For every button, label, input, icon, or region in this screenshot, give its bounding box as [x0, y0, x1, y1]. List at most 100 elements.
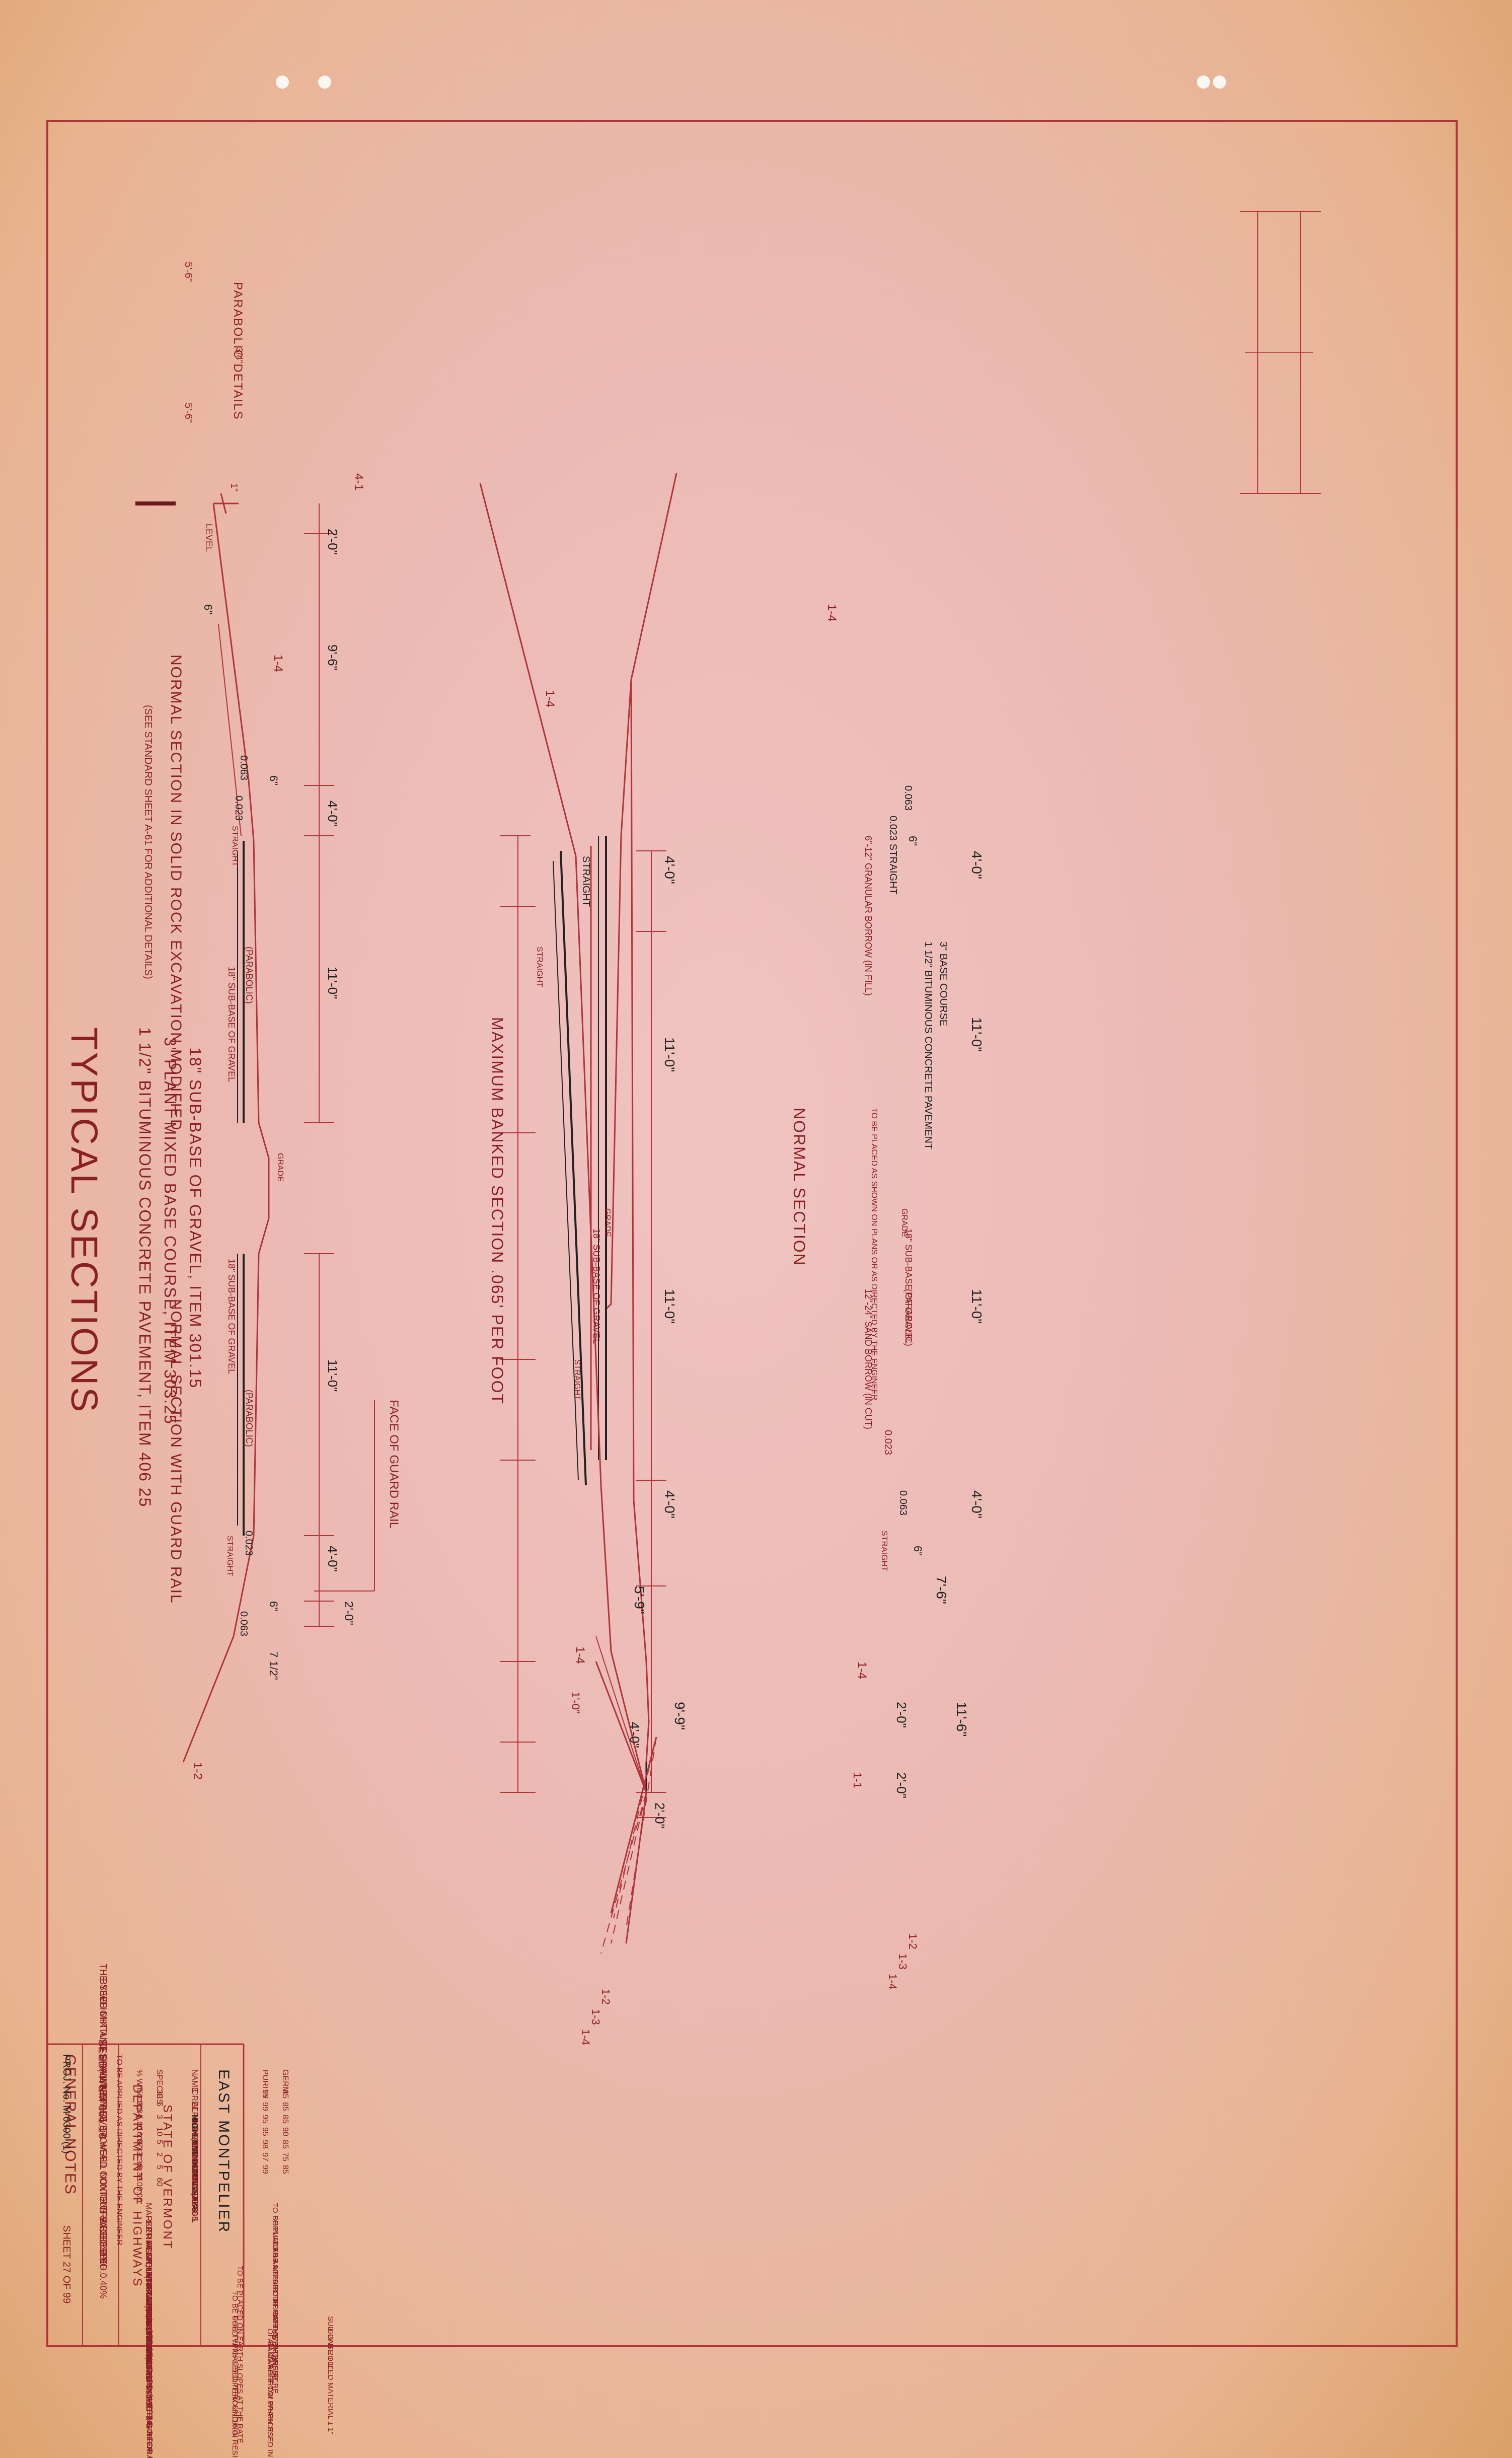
normal-slope-front: 1-4	[855, 1661, 869, 1679]
rock-dim-ditch: 2'-0"	[325, 529, 340, 555]
normal-label-straight: STRAIGHT	[880, 1531, 888, 1571]
normal-dim-ditch: 7'-6"	[934, 1576, 949, 1604]
normal-dim-ditch-right: 2'-0"	[894, 1772, 909, 1798]
note-line: ALLOWABLE TOLERANCES	[266, 2339, 274, 2437]
rock-label-grade: GRADE	[276, 1153, 284, 1182]
normal-slope-back: 1-1	[851, 1772, 864, 1788]
seed-cell: 98	[261, 2140, 269, 2149]
banked-label-grade: GRADE	[603, 1208, 612, 1237]
banked-dim-shoulder-right: 4'-0"	[662, 1490, 677, 1519]
seed-header-species: SPECIES	[155, 2069, 164, 2105]
normal-dim-shoulder-left: 4'-0"	[969, 851, 985, 879]
banked-dim-ditch-bottom: 2'-0"	[652, 1802, 667, 1829]
parabolic-dim-right: 5'-6"	[183, 403, 194, 423]
title-block-project: PROJ. No. M 6300 (1)	[61, 2054, 72, 2154]
rock-label-level: LEVEL	[204, 524, 214, 552]
guard-rail-label-slope: 0.023	[243, 1531, 254, 1556]
rock-dim-slope: 9'-6"	[325, 644, 340, 671]
title-block-department: DEPARTMENT OF HIGHWAYS	[130, 2084, 144, 2288]
guard-rail-dim-offset: 2'-0"	[342, 1601, 355, 1625]
normal-slope-cut-c: 1-4	[886, 1974, 899, 1990]
normal-label-slope-right: 0.023	[882, 1430, 893, 1456]
guard-rail-dim-depth: 6"	[267, 1601, 280, 1612]
guard-rail-dim-drop: 7 1/2"	[267, 1651, 280, 1680]
title-block-state: STATE OF VERMONT	[161, 2105, 174, 2250]
title-block-town: EAST MONTPELIER	[215, 2069, 232, 2234]
seed-cell: TIMOTHY	[190, 2165, 199, 2201]
banked-slope-cut-b: 1-3	[589, 2009, 602, 2025]
rock-label-straight: STRAIGHT	[231, 826, 239, 866]
banked-slope-fill: 1-4	[543, 690, 557, 707]
banked-slope-cut-a: 1-2	[599, 1989, 612, 2005]
normal-dim-lane-left: 11'-0"	[969, 1017, 985, 1052]
seed-cell: 85	[281, 2115, 289, 2124]
banked-dim-shoulder-left: 4'-0"	[662, 856, 677, 884]
banked-dim-lane-left: 11'-0"	[662, 1037, 677, 1072]
sheet-title: TYPICAL SECTIONS	[63, 1027, 105, 1414]
seed-cell: 85	[281, 2089, 289, 2099]
normal-slope-cut-a: 1-2	[906, 1933, 919, 1949]
banked-dim-ditch-width: 4'-0"	[627, 1722, 642, 1748]
rock-dim-shoulder: 4'-0"	[325, 801, 340, 827]
parabolic-crown-edge: 1"	[229, 483, 239, 492]
guard-rail-section-title: NORMAL SECTION WITH GUARD RAIL	[168, 1299, 184, 1604]
banked-section-linework	[479, 483, 666, 1954]
banked-section-title: MAXIMUM BANKED SECTION .065' PER FOOT	[488, 1017, 506, 1405]
rock-dim-lane: 11'-0"	[325, 967, 340, 999]
normal-label-sand-borrow: 12"-24" SAND BORROW (IN CUT)	[863, 1289, 873, 1429]
normal-slope-fill: 1-4	[825, 604, 839, 622]
binding-hole	[1197, 76, 1210, 89]
banked-label-subbase: 18" SUB-BASE OF GRAVEL	[591, 1228, 601, 1344]
seed-cell: 85	[281, 2165, 289, 2174]
seed-cell: 30	[155, 2089, 164, 2099]
rock-section-note: (SEE STANDARD SHEET A-61 FOR ADDITIONAL …	[142, 705, 154, 979]
normal-label-pavement: 1 1/2" BITUMINOUS CONCRETE PAVEMENT	[923, 942, 934, 1150]
sheet-border	[46, 120, 1458, 2347]
parabolic-crown-mid: 3/4"	[234, 347, 244, 364]
rock-slope-front: 1-4	[271, 655, 285, 672]
banked-dim-backslope: 9'-9"	[672, 1702, 688, 1730]
title-block-traced-by: TRACED BY	[97, 2205, 108, 2263]
seed-cell: 97	[261, 2152, 269, 2161]
seed-cell: 95	[261, 2127, 269, 2136]
banked-dim-lane-right: 11'-0"	[662, 1289, 677, 1324]
normal-label-depth-left: 6"	[906, 836, 919, 846]
rock-slope-cut: 4-1	[352, 473, 365, 491]
normal-section-title: NORMAL SECTION	[790, 1108, 808, 1266]
normal-dim-lane-right: 11'-0"	[969, 1289, 985, 1324]
course-line-subbase: 18" SUB-BASE OF GRAVEL, ITEM 301.15	[186, 1047, 204, 1389]
guard-rail-label-straight: STRAIGHT	[225, 1536, 234, 1576]
normal-label-base: 3" BASE COURSE	[938, 942, 949, 1027]
rock-label-shoulder: 0.063	[238, 755, 249, 781]
rock-section-linework	[135, 493, 375, 1763]
banked-label-straight-low: STRAIGHT	[535, 947, 544, 987]
seed-cell: 95	[261, 2089, 269, 2099]
banked-dim-offset: 1'-0"	[569, 1692, 582, 1714]
rock-dim-depth-b: 6"	[202, 604, 214, 615]
course-line-pavement: 1 1/2" BITUMINOUS CONCRETE PAVEMENT, ITE…	[136, 1027, 154, 1508]
normal-label-parabolic: (PARABOLIC)	[903, 1289, 914, 1346]
guard-rail-face-label: FACE OF GUARD RAIL	[387, 1400, 401, 1529]
normal-label-grade: GRADE	[900, 1208, 909, 1237]
normal-label-depth-right: 6"	[912, 1546, 924, 1556]
seed-cell: 99	[261, 2165, 269, 2174]
seed-cell: 90	[281, 2127, 289, 2136]
guard-rail-label-subbase: 18" SUB-BASE OF GRAVEL	[226, 1259, 237, 1375]
rock-label-parabolic: (PARABOLIC)	[244, 947, 254, 1004]
note-line: CONJUNCTION WITH UNDERDRAIN	[145, 2339, 154, 2458]
seed-sub: TO BE APPLIED AS DIRECTED BY THE ENGINEE…	[115, 2054, 123, 2246]
normal-label-shoulder-right: 0.063	[897, 1490, 909, 1516]
seed-cell: 95	[261, 2115, 269, 2124]
guard-rail-slope: 1-2	[191, 1762, 204, 1780]
rock-section-title: NORMAL SECTION IN SOLID ROCK EXCAVATION …	[168, 655, 184, 1131]
banked-dim-ditch: 5'-9"	[632, 1586, 647, 1614]
banked-label-straight-left: STRAIGHT	[580, 856, 591, 907]
normal-label-granular-borrow: 6"-12" GRANULAR BORROW (IN FILL)	[863, 836, 873, 996]
note-line: FOR TYPICAL SLOPE ROUNDING	[231, 2316, 239, 2436]
normal-label-shoulder-left: 0.063	[902, 785, 914, 811]
parabolic-dim-left: 5'-6"	[183, 262, 194, 282]
normal-section-linework	[500, 473, 677, 1929]
guard-rail-label-shoulder: 0.063	[238, 1611, 249, 1637]
